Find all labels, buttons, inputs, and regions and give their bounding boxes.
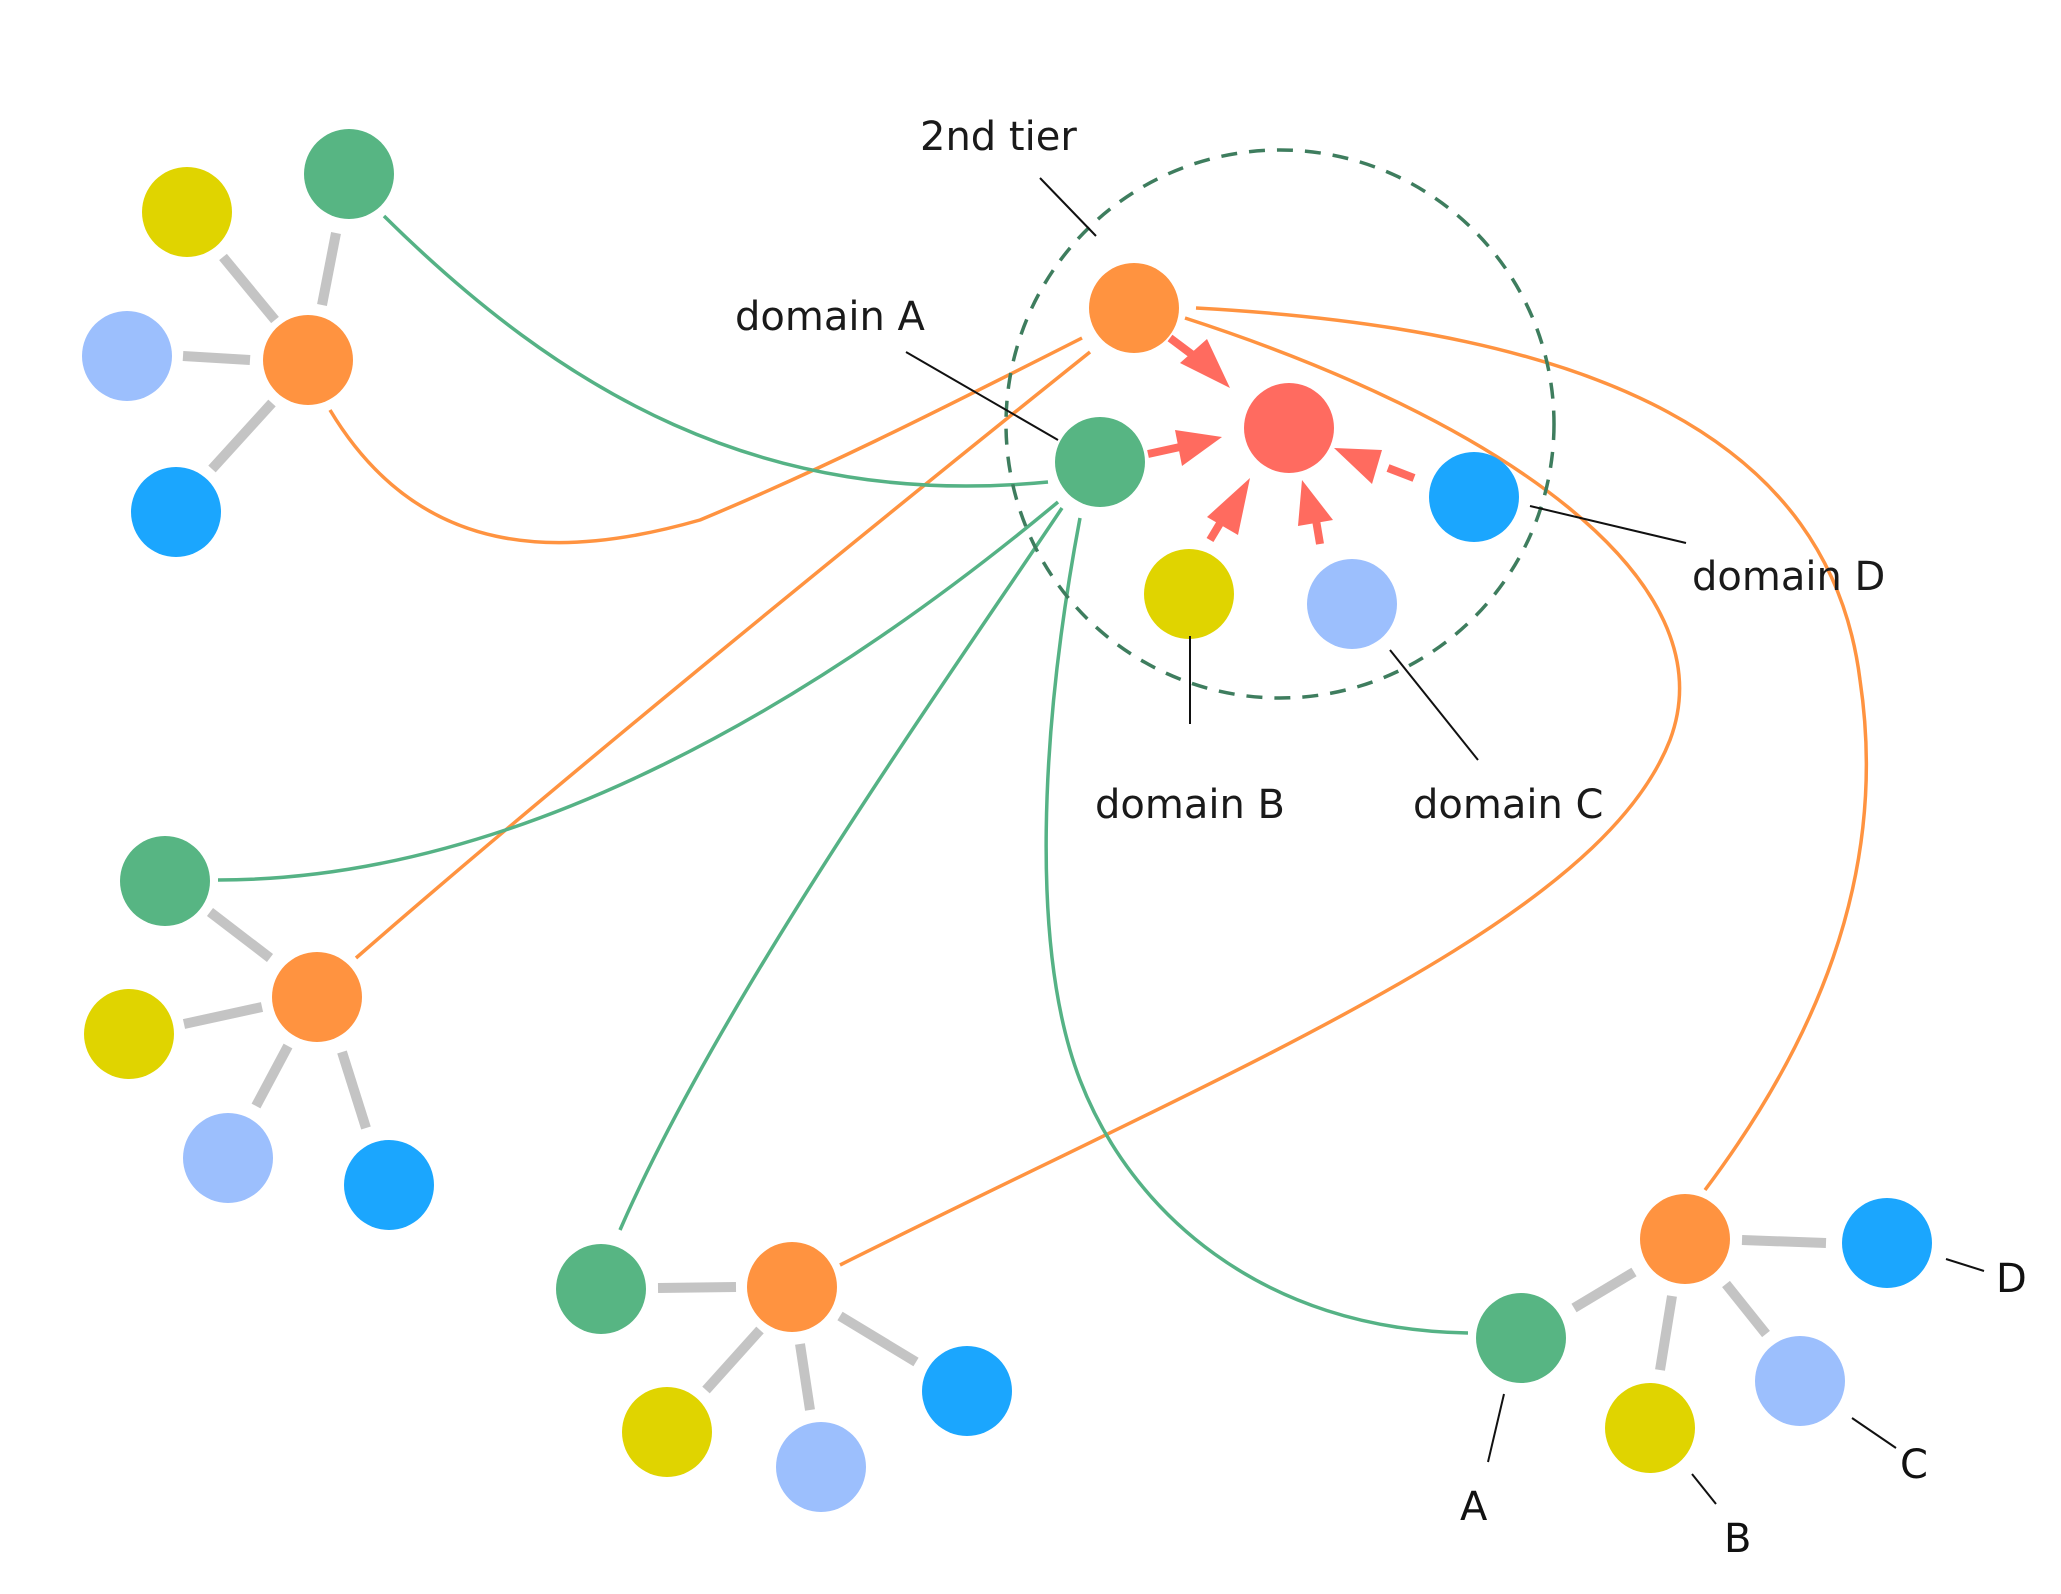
link-orange: [839, 316, 1682, 1267]
node-light-blue[interactable]: [1755, 1336, 1845, 1426]
node-light-blue[interactable]: [776, 1422, 866, 1512]
node-green[interactable]: [556, 1244, 646, 1334]
inter-cluster-links: [217, 214, 1869, 1335]
node-blue[interactable]: [922, 1346, 1012, 1436]
node-domain-b[interactable]: [1144, 549, 1234, 639]
node-yellow[interactable]: [142, 167, 232, 257]
node-orange[interactable]: [747, 1242, 837, 1332]
node-domain-d[interactable]: [1429, 452, 1519, 542]
legend-label-a: A: [1460, 1484, 1488, 1530]
domain-b-label: domain B: [1095, 782, 1285, 828]
link-orange: [354, 350, 1092, 960]
link-orange: [1195, 306, 1869, 1192]
node-orange[interactable]: [272, 952, 362, 1042]
domain-c-label: domain C: [1413, 782, 1603, 828]
link-green: [618, 507, 1064, 1231]
arrow-from-domain-c: [1298, 480, 1333, 545]
node-blue[interactable]: [131, 467, 221, 557]
text-labels: 2nd tier domain A domain B domain C doma…: [735, 114, 2027, 1562]
cluster-bottom-right: [1476, 1194, 1932, 1473]
node-blue[interactable]: [1842, 1198, 1932, 1288]
node-light-blue[interactable]: [183, 1113, 273, 1203]
node-green[interactable]: [304, 129, 394, 219]
legend-label-b: B: [1724, 1516, 1751, 1562]
tier-label: 2nd tier: [920, 114, 1077, 160]
cluster-mid-left: [84, 836, 434, 1230]
arrow-from-orange-hub: [1167, 334, 1230, 388]
legend-label-d: D: [1996, 1256, 2027, 1302]
node-yellow[interactable]: [622, 1387, 712, 1477]
cluster-top-left: [82, 129, 394, 557]
legend-label-c: C: [1900, 1442, 1928, 1488]
node-yellow[interactable]: [84, 989, 174, 1079]
domain-a-label: domain A: [735, 294, 926, 340]
node-domain-c[interactable]: [1307, 559, 1397, 649]
central-tier: [1055, 263, 1519, 649]
node-red-target[interactable]: [1244, 383, 1334, 473]
node-blue[interactable]: [344, 1140, 434, 1230]
domain-d-label: domain D: [1692, 554, 1885, 600]
node-yellow[interactable]: [1605, 1383, 1695, 1473]
node-orange[interactable]: [1640, 1194, 1730, 1284]
node-domain-a[interactable]: [1055, 417, 1145, 507]
arrow-from-domain-a: [1147, 430, 1222, 466]
leader-lines: [905, 177, 1985, 1505]
inbound-arrows: [1147, 334, 1416, 545]
link-green: [382, 214, 1049, 488]
node-light-blue[interactable]: [82, 311, 172, 401]
cluster-bottom-middle: [556, 1242, 1012, 1512]
arrow-from-domain-b: [1206, 478, 1250, 543]
arrow-from-domain-d: [1334, 448, 1416, 484]
node-green[interactable]: [1476, 1293, 1566, 1383]
link-green: [217, 500, 1060, 882]
node-green[interactable]: [120, 836, 210, 926]
node-orange-hub[interactable]: [1089, 263, 1179, 353]
node-orange[interactable]: [263, 315, 353, 405]
second-tier-ring: [1004, 148, 1556, 700]
link-orange: [328, 336, 1083, 545]
link-green: [1044, 517, 1469, 1335]
